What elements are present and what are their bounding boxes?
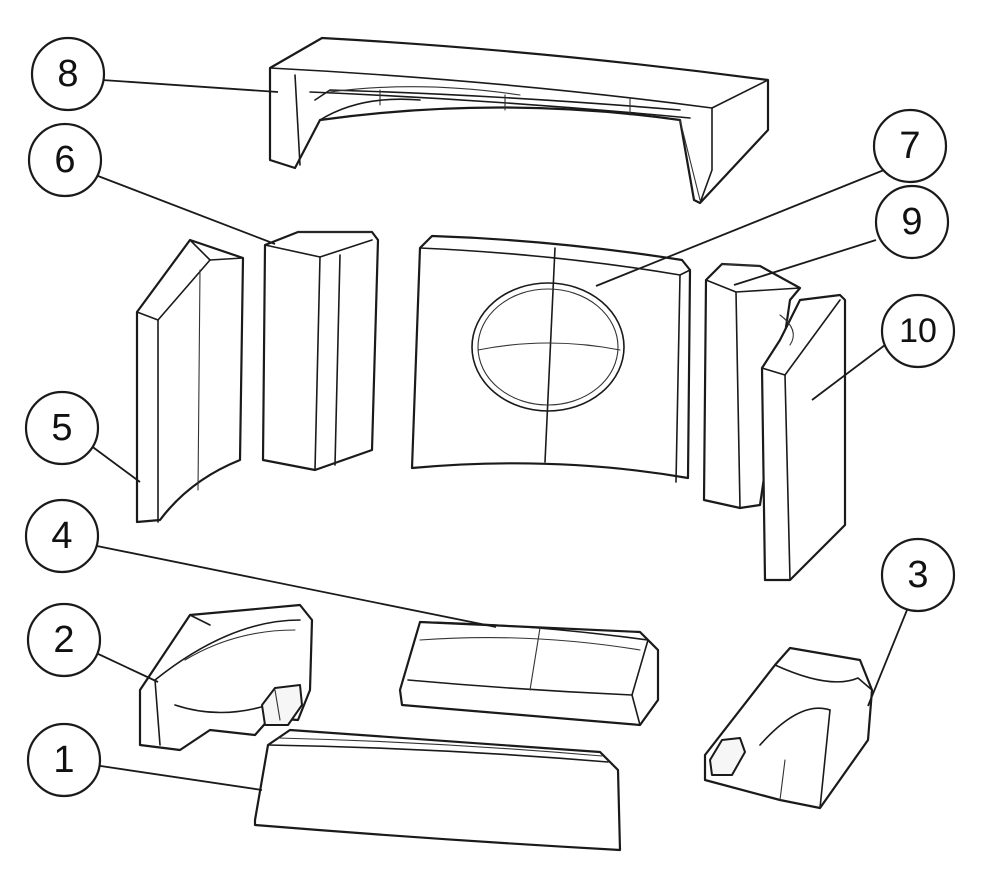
callout-9-label: 9 <box>901 201 922 243</box>
part-3-right-bracket <box>703 646 874 810</box>
callout-6-label: 6 <box>54 139 75 181</box>
leader-5 <box>89 444 141 483</box>
callout-3: 3 <box>880 537 956 613</box>
callout-10: 10 <box>880 293 956 369</box>
leader-4 <box>91 544 497 628</box>
callout-6: 6 <box>27 122 103 198</box>
part-6-left-panel <box>261 230 380 472</box>
leader-2 <box>93 651 159 683</box>
callout-4-label: 4 <box>51 515 72 557</box>
callout-8: 8 <box>30 36 106 112</box>
part-9-right-panel <box>702 262 802 510</box>
part-2-left-bracket <box>138 603 314 752</box>
leader-1 <box>93 764 263 791</box>
callout-2: 2 <box>26 602 102 678</box>
leader-7 <box>595 169 885 287</box>
callout-10-label: 10 <box>899 312 937 350</box>
leader-lines <box>89 79 908 791</box>
callout-8-label: 8 <box>57 53 78 95</box>
part-4-floor-piece <box>398 620 660 727</box>
leader-10 <box>811 344 886 401</box>
callout-3-label: 3 <box>907 554 928 596</box>
part-1-front-lip <box>253 728 622 852</box>
callout-5-label: 5 <box>51 407 72 449</box>
callout-1-label: 1 <box>53 739 74 781</box>
leader-3 <box>867 609 908 707</box>
callout-4: 4 <box>24 498 100 574</box>
part-5-left-curved-panel <box>135 238 245 524</box>
callout-2-label: 2 <box>53 619 74 661</box>
callout-1: 1 <box>26 722 102 798</box>
callout-5: 5 <box>24 390 100 466</box>
callout-7-label: 7 <box>899 125 920 167</box>
leader-9 <box>733 239 877 286</box>
callout-7: 7 <box>872 108 948 184</box>
leader-6 <box>97 175 276 245</box>
part-8-top-baffle <box>268 36 770 205</box>
part-10-right-curved-panel <box>760 293 847 582</box>
leader-8 <box>101 79 279 93</box>
part-7-back-wall <box>410 234 692 483</box>
callout-9: 9 <box>874 184 950 260</box>
